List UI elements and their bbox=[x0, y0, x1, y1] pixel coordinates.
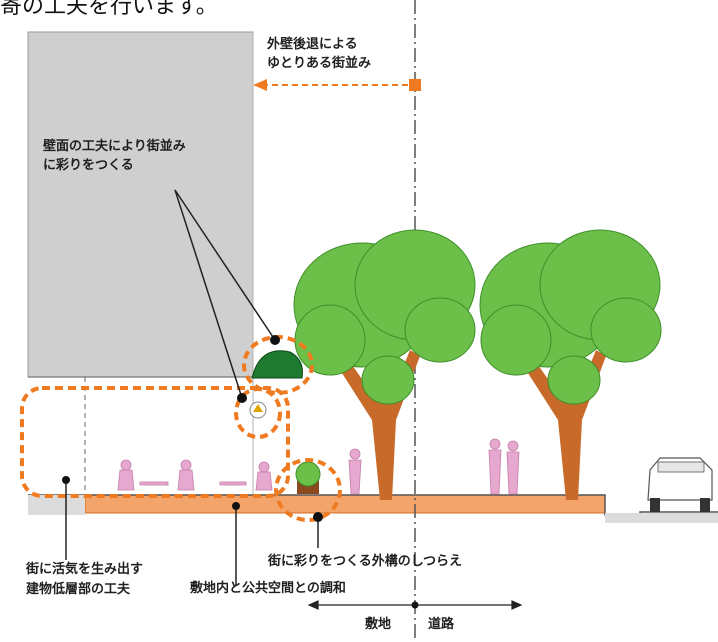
car bbox=[647, 457, 713, 512]
wall-greenery bbox=[251, 350, 303, 379]
label-wall-line1: 壁面の工夫により街並み bbox=[43, 139, 186, 154]
lower-floor-highlight bbox=[20, 386, 290, 498]
road-base bbox=[605, 513, 718, 523]
label-exterior: 街に彩りをつくる外構のしつらえ bbox=[268, 554, 462, 569]
tree-1 bbox=[293, 229, 476, 500]
label-harmony: 敷地内と公共空間との調和 bbox=[190, 581, 346, 596]
label-vitality-line1: 街に活気を生み出す bbox=[26, 562, 144, 577]
setback-arrow-head bbox=[253, 79, 267, 91]
label-wall-line2: に彩りをつくる bbox=[43, 158, 134, 173]
label-site: 敷地 bbox=[365, 617, 392, 632]
label-setback-line1: 外壁後退による bbox=[267, 37, 358, 52]
label-vitality-line2: 建物低層部の工夫 bbox=[26, 582, 131, 597]
top-clipped-text: 寄の工夫を行います。 bbox=[0, 0, 218, 19]
leader-lines bbox=[65, 189, 319, 585]
label-setback-line2: ゆとりある街並み bbox=[267, 56, 372, 71]
planter-highlight bbox=[274, 458, 342, 522]
potted-shrub bbox=[295, 461, 321, 494]
setback-marker bbox=[409, 79, 421, 91]
tree-2 bbox=[479, 229, 662, 500]
label-road: 道路 bbox=[428, 617, 455, 632]
ground-base bbox=[28, 495, 85, 515]
leader-dots bbox=[62, 335, 419, 609]
wall-sign-highlight bbox=[234, 387, 282, 439]
site-road-arrows bbox=[307, 600, 523, 610]
cafe-seating-figures bbox=[117, 438, 520, 495]
wall-sign-icon bbox=[249, 401, 267, 419]
